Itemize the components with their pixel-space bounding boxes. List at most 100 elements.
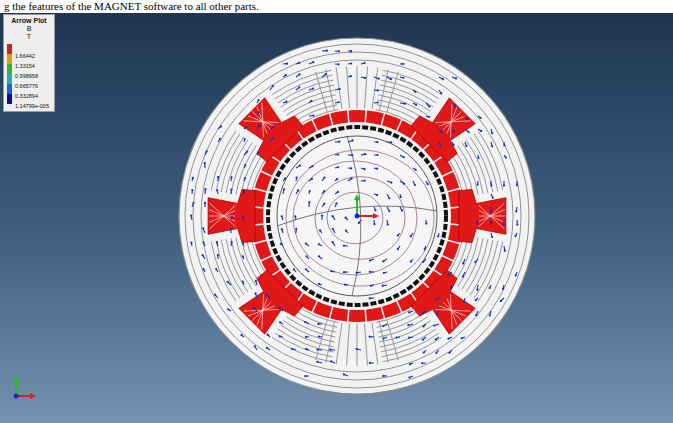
- arrow-head: [515, 274, 517, 276]
- arrow-head: [410, 260, 412, 262]
- arrow-head: [382, 260, 384, 262]
- arrow-head: [422, 325, 424, 327]
- mesh-line: [479, 210, 505, 222]
- tooth-gap: [312, 300, 318, 313]
- arrow-head: [491, 236, 493, 238]
- arrow-head: [454, 105, 456, 107]
- arrow-head: [293, 268, 295, 270]
- mesh-line: [210, 205, 236, 229]
- arrow-head: [283, 188, 285, 190]
- arrow-head: [376, 168, 378, 170]
- arrow-head: [258, 99, 260, 101]
- arrow-head: [403, 156, 405, 158]
- arrow-head: [447, 338, 449, 340]
- arrow-head: [298, 86, 300, 88]
- arrow-head: [266, 334, 268, 336]
- y-axis-head: [354, 194, 360, 200]
- legend-value: 0.332894: [15, 93, 38, 99]
- mesh-line: [479, 205, 505, 229]
- arrow-head: [316, 361, 318, 363]
- arrow-head: [220, 125, 222, 127]
- arrow-head: [468, 131, 470, 133]
- slot-line: [365, 66, 368, 108]
- arrow-head: [350, 50, 352, 52]
- arrow-head: [356, 272, 358, 274]
- arrow-head: [258, 125, 260, 127]
- arrow-head: [350, 62, 352, 64]
- arrow-head: [388, 210, 390, 212]
- winding-line: [383, 70, 442, 95]
- tooth-gap: [260, 171, 273, 177]
- arrow-head: [402, 63, 404, 65]
- legend-swatch: [7, 84, 12, 94]
- arrow-head: [255, 280, 257, 282]
- arrow-head: [246, 126, 248, 128]
- arrow-head: [500, 300, 502, 302]
- arrow-head: [323, 190, 325, 192]
- arrow-head: [402, 77, 404, 79]
- slot-line: [326, 69, 335, 110]
- mesh-line: [262, 103, 264, 138]
- field-arrows: [190, 50, 518, 379]
- legend-swatch: [7, 94, 12, 104]
- arrow-head: [403, 183, 405, 185]
- arrow-head: [332, 228, 334, 230]
- arrow-head: [230, 189, 232, 191]
- slot-line: [357, 66, 358, 108]
- arrow-head: [447, 274, 449, 276]
- arrow-head: [318, 255, 320, 257]
- arrow-head: [338, 50, 340, 52]
- mesh-line: [479, 203, 505, 227]
- arrow-head: [452, 144, 454, 146]
- arrow-head: [424, 248, 426, 250]
- arrow-head: [370, 285, 372, 287]
- arrow-head: [369, 297, 371, 299]
- slot-line: [326, 322, 335, 363]
- tooth-gap: [348, 309, 349, 323]
- arrow-head: [408, 311, 410, 313]
- arrow-head: [331, 215, 333, 217]
- air-gap: [268, 127, 446, 305]
- arrow-head: [382, 337, 384, 339]
- arrow-head: [318, 283, 320, 285]
- mesh-line: [443, 111, 461, 129]
- arrow-head: [246, 151, 248, 153]
- tooth-gap: [329, 306, 333, 320]
- arrow-head: [227, 281, 229, 283]
- mesh-line: [479, 211, 505, 223]
- arrow-head: [428, 116, 430, 118]
- tooth-gap: [365, 309, 366, 323]
- arrow-head: [295, 228, 297, 230]
- arrow-head: [382, 375, 384, 377]
- arrow-head: [503, 144, 505, 146]
- arrow-head: [423, 351, 425, 353]
- arrow-head: [515, 210, 517, 212]
- arrow-head: [514, 235, 516, 237]
- winding-line: [478, 242, 503, 301]
- arrow-head: [323, 202, 325, 204]
- arrow-head: [422, 261, 424, 263]
- arrow-head: [516, 184, 518, 186]
- arrow-head: [350, 177, 352, 179]
- arrow-head: [435, 338, 437, 340]
- arrow-head: [466, 118, 468, 120]
- flux-contour: [185, 44, 529, 388]
- arrow-head: [409, 363, 411, 365]
- arrow-head: [350, 75, 352, 77]
- slot-line: [365, 324, 368, 366]
- tooth-gap: [381, 306, 385, 320]
- slot-line: [347, 66, 350, 108]
- arrow-head: [216, 241, 218, 243]
- arrow-head: [442, 78, 444, 80]
- arrow-head: [286, 63, 288, 65]
- arrow-head: [243, 189, 245, 191]
- arrow-head: [404, 103, 406, 105]
- arrow-head: [311, 178, 313, 180]
- arrow-head: [319, 229, 321, 231]
- arrow-head: [364, 180, 366, 182]
- arrow-head: [311, 165, 313, 167]
- arrow-head: [254, 345, 256, 347]
- legend-row: 0.332894: [7, 84, 51, 94]
- arrow-head: [318, 335, 320, 337]
